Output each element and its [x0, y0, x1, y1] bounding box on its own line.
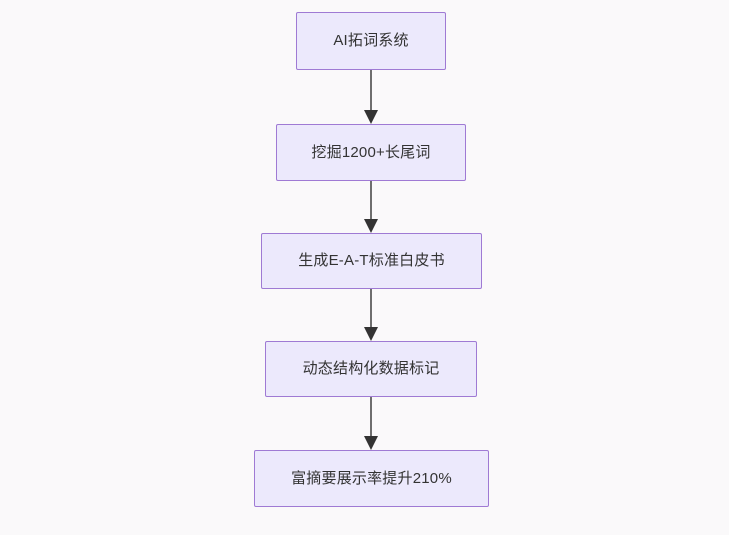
flowchart-node-label: 富摘要展示率提升210% — [291, 469, 452, 487]
flowchart-node-ai-keyword-system[interactable]: AI拓词系统 — [296, 12, 446, 70]
flowchart-node-rich-snippet-rate-increase[interactable]: 富摘要展示率提升210% — [254, 450, 489, 507]
flowchart-node-dynamic-structured-data-markup[interactable]: 动态结构化数据标记 — [265, 341, 477, 397]
flowchart-node-mine-longtail-keywords[interactable]: 挖掘1200+长尾词 — [276, 124, 466, 181]
flowchart-node-label: 动态结构化数据标记 — [302, 360, 440, 377]
edge-n1-n2 — [364, 70, 378, 124]
flowchart-node-label: AI拓词系统 — [333, 32, 409, 49]
flowchart-node-label: 生成E-A-T标准白皮书 — [298, 252, 445, 269]
edge-n2-n3 — [364, 181, 378, 233]
edge-n4-n5 — [364, 397, 378, 450]
edge-n3-n4 — [364, 289, 378, 341]
flowchart-node-label: 挖掘1200+长尾词 — [311, 143, 431, 161]
flowchart-node-generate-eat-whitepaper[interactable]: 生成E-A-T标准白皮书 — [261, 233, 482, 289]
